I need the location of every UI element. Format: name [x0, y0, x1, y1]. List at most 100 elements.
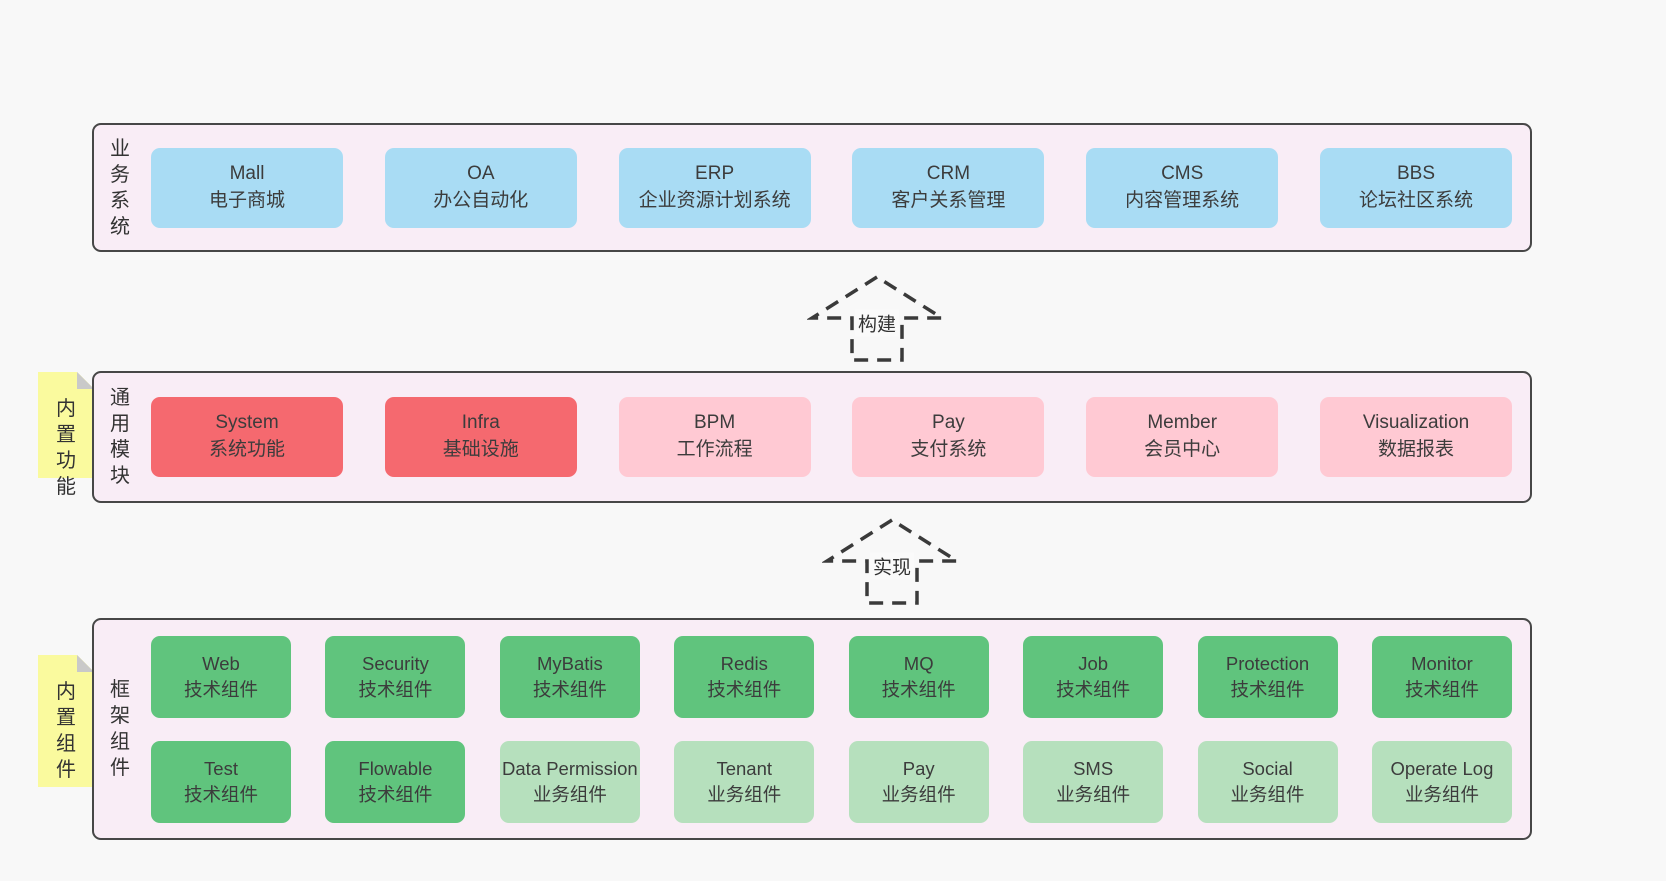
box-mybatis: MyBatis 技术组件 — [499, 635, 640, 718]
box-title: System — [215, 412, 279, 434]
business-system-boxes: Mall 电子商城 OA 办公自动化 ERP 企业资源计划系统 CRM 客户关系… — [151, 125, 1512, 250]
box-system: System 系统功能 — [151, 397, 343, 477]
implement-arrow-icon: 实现 — [822, 515, 962, 607]
box-web: Web 技术组件 — [151, 635, 291, 718]
box-title: MyBatis — [536, 653, 603, 675]
box-data-permission: Data Permission 业务组件 — [499, 740, 640, 823]
sticky-note-text: 内置功能 — [56, 398, 76, 498]
arrow-label: 构建 — [854, 309, 900, 337]
box-subtitle: 会员中心 — [1144, 439, 1221, 460]
box-job: Job 技术组件 — [1023, 635, 1164, 718]
box-title: Visualization — [1362, 412, 1470, 434]
box-title: Flowable — [358, 758, 433, 780]
box-subtitle: 业务组件 — [707, 783, 782, 805]
box-subtitle: 技术组件 — [183, 783, 258, 805]
box-social: Social 业务组件 — [1197, 740, 1338, 823]
box-title: SMS — [1073, 758, 1114, 780]
band-label: 框架组件 — [110, 679, 130, 779]
box-bbs: BBS 论坛社区系统 — [1319, 147, 1512, 228]
up-arrow-outline-icon — [822, 517, 962, 605]
box-bpm: BPM 工作流程 — [618, 397, 811, 477]
box-cms: CMS 内容管理系统 — [1086, 147, 1279, 228]
box-subtitle: 客户关系管理 — [891, 189, 1006, 211]
box-operate-log: Operate Log 业务组件 — [1371, 740, 1512, 823]
folded-corner-icon — [77, 372, 94, 389]
build-arrow-icon: 构建 — [807, 272, 947, 364]
box-subtitle: 企业资源计划系统 — [638, 189, 791, 211]
box-subtitle: 内容管理系统 — [1125, 189, 1240, 211]
sticky-note-text: 内置组件 — [56, 681, 76, 781]
band-business-systems: 业务系统 Mall 电子商城 OA 办公自动化 ERP 企业资源计划系统 CRM… — [92, 123, 1532, 252]
box-title: CRM — [926, 162, 971, 184]
box-tenant: Tenant 业务组件 — [674, 740, 815, 823]
box-sms: SMS 业务组件 — [1023, 740, 1164, 823]
component-row-1: Web 技术组件 Security 技术组件 MyBatis 技术组件 Redi… — [151, 635, 1512, 718]
band-label: 业务系统 — [110, 137, 130, 238]
box-title: Data Permission — [501, 758, 638, 780]
box-protection: Protection 技术组件 — [1197, 635, 1338, 718]
box-subtitle: 技术组件 — [1056, 678, 1131, 700]
box-title: Monitor — [1411, 653, 1473, 675]
box-title: OA — [467, 162, 495, 184]
box-subtitle: 技术组件 — [1404, 678, 1479, 700]
box-subtitle: 办公自动化 — [433, 189, 529, 211]
up-arrow-outline-icon — [807, 274, 947, 362]
box-oa: OA 办公自动化 — [384, 147, 577, 228]
box-infra: Infra 基础设施 — [384, 397, 577, 477]
folded-corner-icon — [77, 655, 94, 672]
box-title: Social — [1242, 758, 1293, 780]
box-title: Pay — [932, 412, 965, 434]
box-title: Member — [1147, 412, 1218, 434]
box-test: Test 技术组件 — [151, 740, 291, 823]
box-subtitle: 技术组件 — [532, 678, 607, 700]
component-row-2: Test 技术组件 Flowable 技术组件 Data Permission … — [151, 740, 1512, 823]
box-member: Member 会员中心 — [1086, 397, 1279, 477]
box-subtitle: 支付系统 — [910, 439, 987, 460]
box-title: ERP — [695, 162, 735, 184]
box-subtitle: 业务组件 — [881, 783, 956, 805]
sticky-note-built-in-components: 内置组件 — [38, 655, 94, 787]
box-title: Tenant — [716, 758, 773, 780]
box-subtitle: 电子商城 — [208, 189, 285, 211]
box-security: Security 技术组件 — [325, 635, 466, 718]
box-redis: Redis 技术组件 — [674, 635, 815, 718]
box-subtitle: 工作流程 — [676, 439, 753, 460]
band-label: 通用模块 — [110, 387, 130, 487]
box-pay-component: Pay 业务组件 — [848, 740, 989, 823]
box-title: BPM — [694, 412, 736, 434]
box-title: Infra — [461, 412, 500, 434]
box-monitor: Monitor 技术组件 — [1371, 635, 1512, 718]
box-subtitle: 技术组件 — [881, 678, 956, 700]
box-title: Pay — [902, 758, 935, 780]
sticky-note-built-in-features: 内置功能 — [38, 372, 94, 498]
box-subtitle: 数据报表 — [1377, 439, 1454, 460]
box-subtitle: 技术组件 — [1230, 678, 1305, 700]
box-title: Test — [204, 758, 238, 780]
box-subtitle: 技术组件 — [707, 678, 782, 700]
box-title: Mall — [229, 162, 265, 184]
box-subtitle: 业务组件 — [1056, 783, 1131, 805]
box-title: Job — [1078, 653, 1109, 675]
box-subtitle: 技术组件 — [358, 678, 433, 700]
box-title: MQ — [903, 653, 934, 675]
box-subtitle: 业务组件 — [532, 783, 607, 805]
box-mall: Mall 电子商城 — [151, 147, 343, 228]
box-subtitle: 业务组件 — [1404, 783, 1479, 805]
framework-component-grid: Web 技术组件 Security 技术组件 MyBatis 技术组件 Redi… — [151, 620, 1512, 838]
box-title: Security — [362, 653, 429, 675]
band-framework-components: 框架组件 Web 技术组件 Security 技术组件 MyBatis 技术组件… — [92, 618, 1532, 840]
box-title: Operate Log — [1390, 758, 1494, 780]
box-crm: CRM 客户关系管理 — [852, 147, 1045, 228]
common-module-boxes: System 系统功能 Infra 基础设施 BPM 工作流程 Pay 支付系统… — [151, 373, 1512, 501]
box-pay-module: Pay 支付系统 — [852, 397, 1045, 477]
box-mq: MQ 技术组件 — [848, 635, 989, 718]
arrow-label: 实现 — [869, 552, 915, 580]
box-visualization: Visualization 数据报表 — [1319, 397, 1512, 477]
box-flowable: Flowable 技术组件 — [325, 740, 466, 823]
box-subtitle: 基础设施 — [442, 439, 519, 460]
box-title: BBS — [1396, 162, 1435, 184]
box-title: Redis — [720, 653, 768, 675]
box-subtitle: 论坛社区系统 — [1358, 189, 1473, 211]
box-title: CMS — [1161, 162, 1204, 184]
